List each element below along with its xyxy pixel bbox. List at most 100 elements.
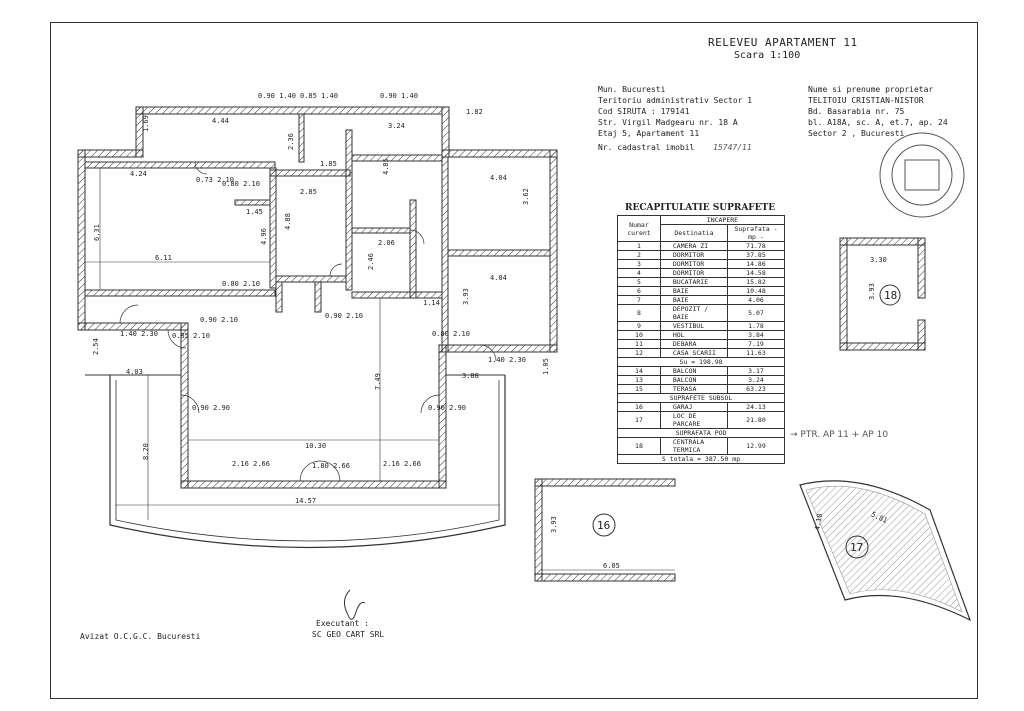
header-area: Suprafata - mp - [726, 224, 786, 242]
dim-label: 7.49 [374, 373, 382, 390]
dim-label: 1.85 [320, 160, 337, 168]
row-area: 5.07 [726, 304, 786, 322]
door-label: 2.16 2.66 [383, 460, 421, 468]
info-line: Etaj 5, Apartament 11 [598, 129, 700, 138]
dim-label: 8.20 [142, 443, 150, 460]
row-destination: LOC DE PARCARE [659, 411, 728, 429]
dim-label: 1.69 [142, 115, 150, 132]
row-number: 10 [617, 330, 661, 340]
dim-label: 3.24 [388, 122, 405, 130]
row-area: 15.82 [726, 277, 786, 287]
row-number: 6 [617, 286, 661, 296]
circle-label: 18 [884, 289, 897, 302]
row-destination: CENTRALA TERMICA [659, 437, 728, 455]
row-destination: DORMITOR [659, 259, 728, 269]
dim-label: 2.06 [378, 239, 395, 247]
dim-label: 6.11 [155, 254, 172, 262]
row-area: 12.99 [726, 437, 786, 455]
row-area: 71.78 [726, 241, 786, 251]
dim-label: 10.30 [305, 442, 326, 450]
dim-label: 2.85 [300, 188, 317, 196]
circle-label: 16 [597, 519, 610, 532]
dim-label: 4.85 [382, 158, 390, 175]
header-dest: Destinatia [659, 224, 728, 242]
total-area: S totala = 387.50 mp [617, 454, 785, 464]
row-destination: BALCON [659, 375, 728, 385]
dim-label: 3.93 [550, 516, 558, 533]
door-label: 0.80 2.10 [432, 330, 470, 338]
page-title: RELEVEU APARTAMENT 11 [708, 36, 858, 49]
row-area: 21.80 [726, 411, 786, 429]
dim-label: 3.93 [868, 283, 876, 300]
row-area: 14.86 [726, 259, 786, 269]
row-number: 1 [617, 241, 661, 251]
page-border [50, 22, 978, 699]
row-number: 12 [617, 348, 661, 358]
dim-label: 14.57 [295, 497, 316, 505]
row-destination: BAIE [659, 286, 728, 296]
dim-label: 2.46 [367, 253, 375, 270]
row-area: 37.85 [726, 250, 786, 260]
row-area: 1.78 [726, 321, 786, 331]
dim-label: 3.62 [522, 188, 530, 205]
row-destination: CASA SCARII [659, 348, 728, 358]
ocpi-stamp [879, 132, 965, 218]
door-label: 0.80 2.10 [222, 180, 260, 188]
door-label: 1.40 2.30 [488, 356, 526, 364]
row-destination: TERASA [659, 384, 728, 394]
info-line: Mun. Bucuresti [598, 85, 666, 94]
dim-label: 2.54 [92, 338, 100, 355]
dim-label: 1.14 [423, 299, 440, 307]
row-destination: BAIE [659, 295, 728, 305]
door-label: 0.85 1.40 [300, 92, 338, 100]
row-area: 24.13 [726, 402, 786, 412]
dim-label: 1.45 [246, 208, 263, 216]
owner-label: Nume si prenume proprietar [808, 85, 934, 94]
location-info: Mun. Bucuresti Teritoriu administrativ S… [598, 84, 752, 153]
door-label: 1.40 2.30 [120, 330, 158, 338]
row-destination: BALCON [659, 366, 728, 376]
row-area: 3.17 [726, 366, 786, 376]
approval-label: Avizat O.C.G.C. Bucuresti [80, 632, 201, 641]
door-label: 0.90 1.40 [258, 92, 296, 100]
row-destination: HOL [659, 330, 728, 340]
dim-label: 4.10 [813, 513, 824, 531]
row-destination: CAMERA ZI [659, 241, 728, 251]
row-number: 16 [617, 402, 661, 412]
row-number: 2 [617, 250, 661, 260]
dim-label: 4.03 [126, 368, 143, 376]
dim-label: 4.04 [490, 274, 507, 282]
scale-label: Scara 1:100 [734, 50, 801, 61]
signature [344, 589, 366, 620]
door-label: 0.73 2.10 [196, 176, 234, 184]
subtotal: Su = 198.98 [617, 357, 785, 367]
row-area: 4.06 [726, 295, 786, 305]
recap-title: RECAPITULATIE SUPRAFETE [625, 203, 776, 213]
section-pod: SUPRAFATA POD [617, 428, 785, 438]
door-label: 0.90 2.10 [325, 312, 363, 320]
section-subsol: SUPRAFETE SUBSOL [617, 393, 785, 403]
row-number: 11 [617, 339, 661, 349]
row-number: 8 [617, 304, 661, 322]
door-label: 0.80 2.10 [222, 280, 260, 288]
row-destination: GARAJ [659, 402, 728, 412]
row-area: 14.58 [726, 268, 786, 278]
owner-address: Sector 2 , Bucuresti [808, 129, 905, 138]
info-line: Cod SIRUTA : 179141 [598, 107, 690, 116]
row-area: 10.48 [726, 286, 786, 296]
dim-label: 4.88 [284, 213, 292, 230]
dim-label: 2.36 [287, 133, 295, 150]
dim-label: 4.24 [130, 170, 147, 178]
dim-label: 6.05 [603, 562, 620, 570]
row-number: 18 [617, 437, 661, 455]
dim-label: 4.44 [212, 117, 229, 125]
